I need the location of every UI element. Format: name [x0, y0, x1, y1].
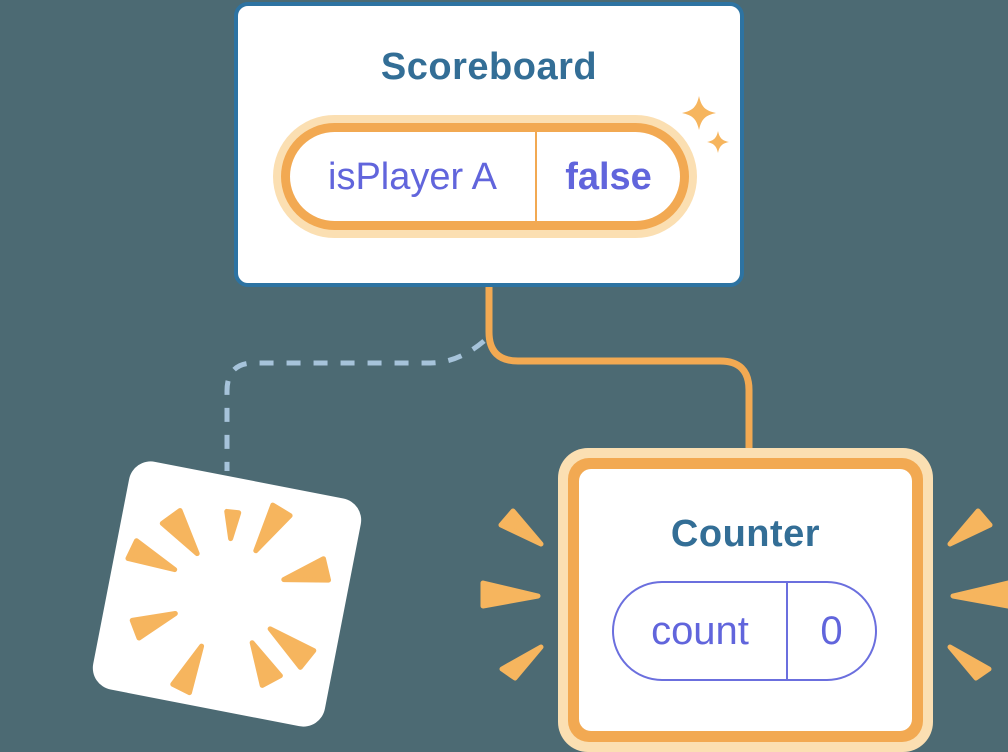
poof-ray [267, 626, 317, 670]
sparkle-star [707, 131, 729, 153]
emphasis-ray [947, 508, 993, 547]
state-pill-body: isPlayer A false [290, 132, 680, 221]
sparkles-icon [682, 96, 729, 153]
poof-ray [125, 538, 178, 573]
destroyed-card [89, 457, 365, 731]
pill-divider [786, 583, 788, 679]
pill-divider [535, 132, 537, 221]
poof-ray [249, 640, 283, 688]
edge-solid-active [485, 284, 753, 462]
sparkle-star [682, 96, 716, 130]
edge-dashed-removed [224, 339, 486, 471]
poof-ray [253, 502, 293, 554]
counter-card-body: Counter count 0 [579, 469, 912, 731]
poof-ray [170, 643, 205, 696]
state-label: count [651, 609, 749, 653]
counter-component-card: Counter count 0 [558, 448, 933, 752]
state-value: 0 [820, 609, 843, 653]
emphasis-ray [947, 644, 992, 681]
emphasis-ray [950, 580, 1008, 609]
scoreboard-state-pill: isPlayer A false [273, 115, 697, 238]
scoreboard-component-card: Scoreboard isPlayer A false [234, 2, 744, 287]
emphasis-ray [498, 508, 544, 547]
poof-burst-icon [125, 502, 332, 696]
emphasis-ray [480, 580, 541, 609]
counter-title: Counter [670, 513, 821, 555]
poof-ray [159, 508, 200, 557]
state-value: false [565, 155, 652, 198]
poof-ray [129, 610, 178, 641]
emphasis-ray [499, 644, 544, 681]
state-label: isPlayer A [328, 155, 497, 198]
counter-state-pill: count 0 [612, 581, 877, 681]
scoreboard-title: Scoreboard [380, 46, 598, 88]
emphasis-rays-icon [480, 508, 1008, 681]
poof-ray [281, 556, 332, 583]
poof-ray [224, 508, 242, 542]
counter-card-ring: Counter count 0 [568, 458, 923, 742]
state-pill-ring: isPlayer A false [281, 123, 689, 230]
